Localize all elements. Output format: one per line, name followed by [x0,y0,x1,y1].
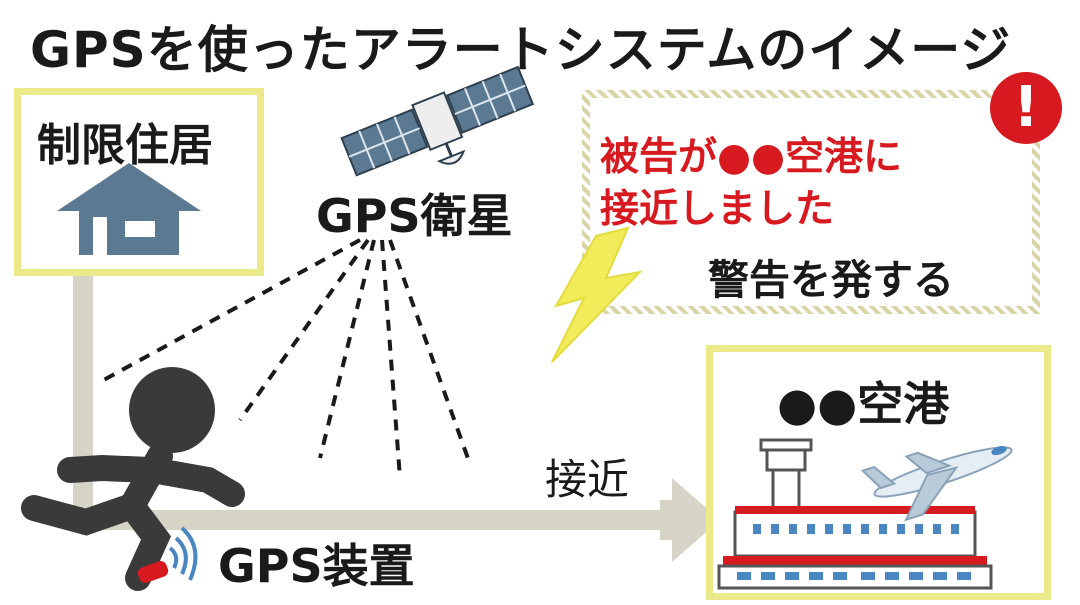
alert-box: 被告が●●空港に 接近しました 警告を発する [582,90,1040,314]
signal-waves-icon [168,526,198,581]
house-icon [57,163,201,255]
airport-box: ●●空港 [706,345,1051,600]
exclamation-icon: ! [990,72,1062,144]
airport-label: ●●空港 [777,377,950,431]
gps-device-label: GPS装置 [218,539,415,593]
approach-path [73,510,688,530]
airport-illustration [717,438,1013,590]
home-label: 制限住居 [37,120,213,171]
home-box: 制限住居 [14,88,264,276]
approach-arrow-icon [660,478,720,562]
airplane-icon [860,446,1013,522]
alert-message-line2: 接近しました [600,187,835,232]
gps-device-icon [137,561,169,583]
satellite-label: GPS衛星 [316,189,513,243]
alert-action-label: 警告を発する [708,256,954,304]
alert-message-line1: 被告が●●空港に [600,135,903,180]
approach-label: 接近 [545,455,630,504]
page-title: GPSを使ったアラートシステムのイメージ [30,21,1012,79]
